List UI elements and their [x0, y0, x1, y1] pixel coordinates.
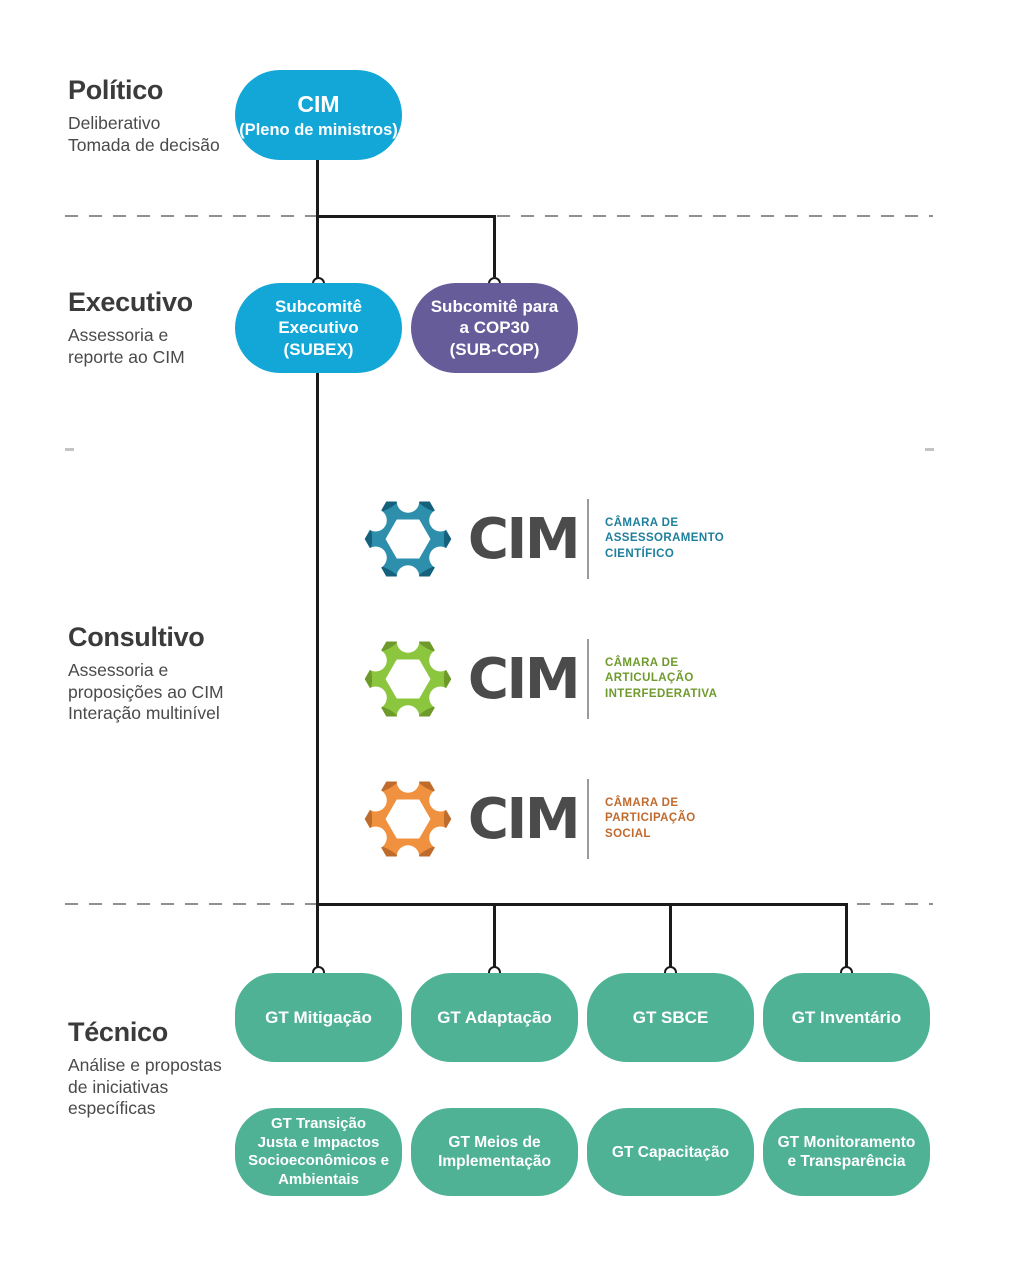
divider-politico-executivo	[65, 215, 933, 217]
section-label-executivo: Executivo Assessoria e reporte ao CIM	[68, 286, 293, 368]
subcop-label-line: (SUB-COP)	[449, 339, 540, 359]
gt-label-line: GT Mitigação	[265, 1008, 372, 1027]
logo-divider	[587, 779, 589, 859]
logo-divider	[587, 639, 589, 719]
section-subtitle-line: reporte ao CIM	[68, 346, 185, 367]
gt-meios-implementacao-box: GT Meios de Implementação	[411, 1108, 578, 1196]
section-title: Técnico	[68, 1017, 168, 1047]
subex-label-line: (SUBEX)	[283, 339, 354, 359]
connector-drop-gt-adaptacao	[493, 903, 496, 967]
cim-wordmark: CIM	[467, 506, 581, 572]
connector-drop-gt-inventario	[845, 903, 848, 967]
divider-executivo-consultivo-right	[925, 448, 934, 451]
gt-label-line: e Transparência	[787, 1153, 906, 1170]
chamber-articulacao-interfederativa: CIM CÂMARA DE ARTICULAÇÃO INTERFEDERATIV…	[356, 633, 717, 725]
cim-hex-icon	[356, 494, 460, 584]
caption-line: ARTICULAÇÃO	[605, 672, 694, 685]
gt-label-line: Justa e Impactos	[257, 1133, 380, 1151]
cim-node-subtitle: (Pleno de ministros)	[239, 120, 398, 139]
section-title: Consultivo	[68, 622, 205, 652]
chamber-participacao-social: CIM CÂMARA DE PARTICIPAÇÃO SOCIAL	[356, 773, 696, 865]
gt-label-line: Socioeconômicos e	[248, 1152, 389, 1169]
gt-sbce-box: GT SBCE	[587, 973, 754, 1062]
chamber-caption: CÂMARA DE ARTICULAÇÃO INTERFEDERATIVA	[605, 656, 717, 703]
gt-transicao-justa-box: GT Transição Justa e Impactos Socioeconô…	[235, 1108, 402, 1196]
connector-branch-subcommittees	[316, 215, 495, 218]
cim-node-box: CIM (Pleno de ministros)	[235, 70, 402, 160]
section-label-politico: Político Deliberativo Tomada de decisão	[68, 74, 293, 156]
gt-inventario-box: GT Inventário	[763, 973, 930, 1062]
caption-line: SOCIAL	[605, 827, 651, 840]
cim-hex-icon	[356, 774, 460, 864]
gt-label-line: GT Meios de	[448, 1134, 541, 1151]
subex-label-line: Executivo	[278, 318, 359, 338]
cim-wordmark: CIM	[467, 646, 581, 712]
cim-node-title: CIM	[297, 90, 340, 117]
chamber-caption: CÂMARA DE ASSESSORAMENTO CIENTÍFICO	[605, 516, 724, 563]
caption-line: PARTICIPAÇÃO	[605, 812, 696, 825]
caption-line: CÂMARA DE	[605, 516, 679, 529]
gt-monitoramento-box: GT Monitoramento e Transparência	[763, 1108, 930, 1196]
section-subtitle-line: Assessoria e	[68, 660, 169, 680]
section-label-tecnico: Técnico Análise e propostas de iniciativ…	[68, 1016, 293, 1120]
gt-capacitacao-box: GT Capacitação	[587, 1108, 754, 1196]
subcop-label-line: a COP30	[459, 318, 530, 338]
gt-label-line: GT SBCE	[632, 1008, 709, 1027]
section-subtitle-line: Assessoria e	[68, 325, 169, 345]
divider-executivo-consultivo-left	[65, 448, 74, 451]
subex-label-line: Subcomitê	[275, 296, 362, 316]
gt-label-line: GT Capacitação	[611, 1143, 730, 1161]
gt-label-line: GT Adaptação	[437, 1008, 552, 1027]
gt-label-line: GT Monitoramento	[777, 1134, 916, 1151]
connector-subex-to-gts	[316, 371, 319, 967]
cim-hex-icon	[356, 634, 460, 724]
section-title: Executivo	[68, 287, 193, 317]
section-subtitle-line: Análise e propostas	[68, 1055, 222, 1075]
subcop-label-line: Subcomitê para	[430, 296, 559, 316]
caption-line: CÂMARA DE	[605, 796, 679, 809]
connector-drop-gt-sbce	[669, 903, 672, 967]
section-subtitle-line: Interação multinível	[68, 703, 220, 723]
caption-line: CÂMARA DE	[605, 656, 679, 669]
gt-adaptacao-box: GT Adaptação	[411, 973, 578, 1062]
subcop-node-box: Subcomitê para a COP30 (SUB-COP)	[411, 283, 578, 373]
section-subtitle-line: Tomada de decisão	[68, 134, 220, 155]
caption-line: INTERFEDERATIVA	[605, 687, 718, 700]
connector-cim-to-subex	[316, 159, 319, 278]
cim-wordmark: CIM	[467, 786, 581, 852]
section-label-consultivo: Consultivo Assessoria e proposições ao C…	[68, 621, 293, 725]
caption-line: ASSESSORAMENTO	[605, 532, 725, 545]
section-subtitle-line: específicas	[68, 1098, 156, 1118]
logo-divider	[587, 499, 589, 579]
section-title: Político	[68, 75, 164, 105]
section-subtitle-line: Deliberativo	[68, 113, 161, 133]
gt-label-line: Implementação	[438, 1153, 551, 1170]
connector-drop-subcop	[493, 215, 496, 277]
gt-label-line: GT Transição	[270, 1115, 367, 1132]
connector-branch-gts	[316, 903, 848, 906]
chamber-assessoramento-cientifico: CIM CÂMARA DE ASSESSORAMENTO CIENTÍFICO	[356, 493, 724, 585]
section-subtitle-line: proposições ao CIM	[68, 681, 224, 702]
gt-mitigacao-box: GT Mitigação	[235, 973, 402, 1062]
caption-line: CIENTÍFICO	[605, 547, 675, 560]
chamber-caption: CÂMARA DE PARTICIPAÇÃO SOCIAL	[605, 796, 696, 843]
section-subtitle-line: de iniciativas	[68, 1076, 169, 1097]
subex-node-box: Subcomitê Executivo (SUBEX)	[235, 283, 402, 373]
gt-label-line: Ambientais	[278, 1170, 359, 1188]
gt-label-line: GT Inventário	[791, 1008, 902, 1027]
